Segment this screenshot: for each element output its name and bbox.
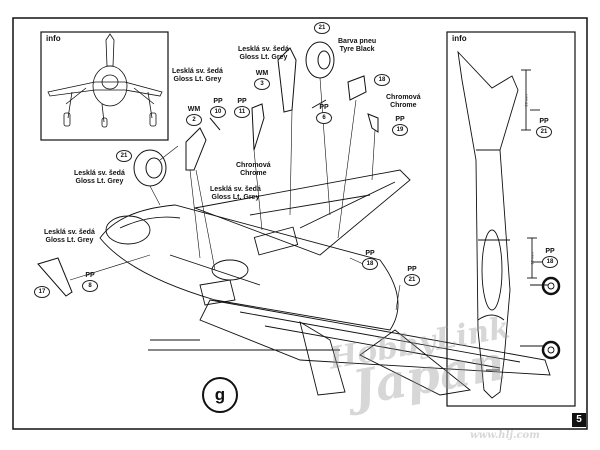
- paint-cz: Chromová: [236, 162, 271, 169]
- side-view-panel: [446, 31, 576, 407]
- paint-callout: Barva pneu Tyre Black: [338, 38, 376, 54]
- paint-callout: Chromová Chrome: [386, 94, 421, 110]
- paint-callout: Chromová Chrome: [236, 162, 271, 178]
- step-marker: g: [202, 377, 238, 413]
- front-view-panel: [40, 31, 169, 141]
- page-number: 5: [572, 413, 586, 427]
- paint-callout: Lesklá sv. šedá Gloss Lt. Grey: [44, 229, 95, 245]
- side-view-aircraft: [457, 50, 561, 399]
- paint-cz: Barva pneu: [338, 38, 377, 45]
- gear-legs: [37, 47, 379, 297]
- dimension-label-a: 26 mm: [523, 94, 529, 107]
- paint-cz: Lesklá sv. šedá: [238, 46, 289, 53]
- part-number: 21: [314, 22, 330, 34]
- paint-en: Gloss Lt. Grey: [239, 54, 288, 61]
- paint-cz: Lesklá sv. šedá: [172, 68, 223, 75]
- paint-callout: Lesklá sv. šedá Gloss Lt. Grey: [210, 186, 261, 202]
- paint-callout: Lesklá sv. šedá Gloss Lt. Grey: [74, 170, 125, 186]
- paint-en: Gloss Lt. Grey: [211, 194, 260, 201]
- paint-cz: Lesklá sv. šedá: [74, 170, 125, 177]
- leader-lines: [69, 77, 401, 311]
- paint-en: Gloss Lt. Grey: [75, 178, 124, 185]
- front-view-aircraft: [47, 33, 163, 128]
- paint-callout: Lesklá sv. šedá Gloss Lt. Grey: [238, 46, 289, 62]
- info-label-left: info: [46, 34, 61, 43]
- paint-en: Chrome: [240, 170, 267, 177]
- paint-en: Gloss Lt. Grey: [45, 237, 94, 244]
- paint-en: Chrome: [390, 102, 417, 109]
- paint-callout: Lesklá sv. šedá Gloss Lt. Grey: [172, 68, 223, 84]
- paint-cz: Lesklá sv. šedá: [210, 186, 261, 193]
- paint-cz: Chromová: [386, 94, 421, 101]
- paint-cz: Lesklá sv. šedá: [44, 229, 95, 236]
- part-number: 18: [374, 74, 390, 86]
- paint-en: Gloss Lt. Grey: [173, 76, 222, 83]
- paint-en: Tyre Black: [339, 46, 375, 53]
- info-label-right: info: [452, 34, 467, 43]
- page-frame: [12, 17, 588, 430]
- part-number: 21: [116, 150, 132, 162]
- part-number: 17: [34, 286, 50, 298]
- watermark-url: www.hlj.com: [470, 430, 540, 441]
- dimension-label-b: 16 mm: [529, 252, 535, 265]
